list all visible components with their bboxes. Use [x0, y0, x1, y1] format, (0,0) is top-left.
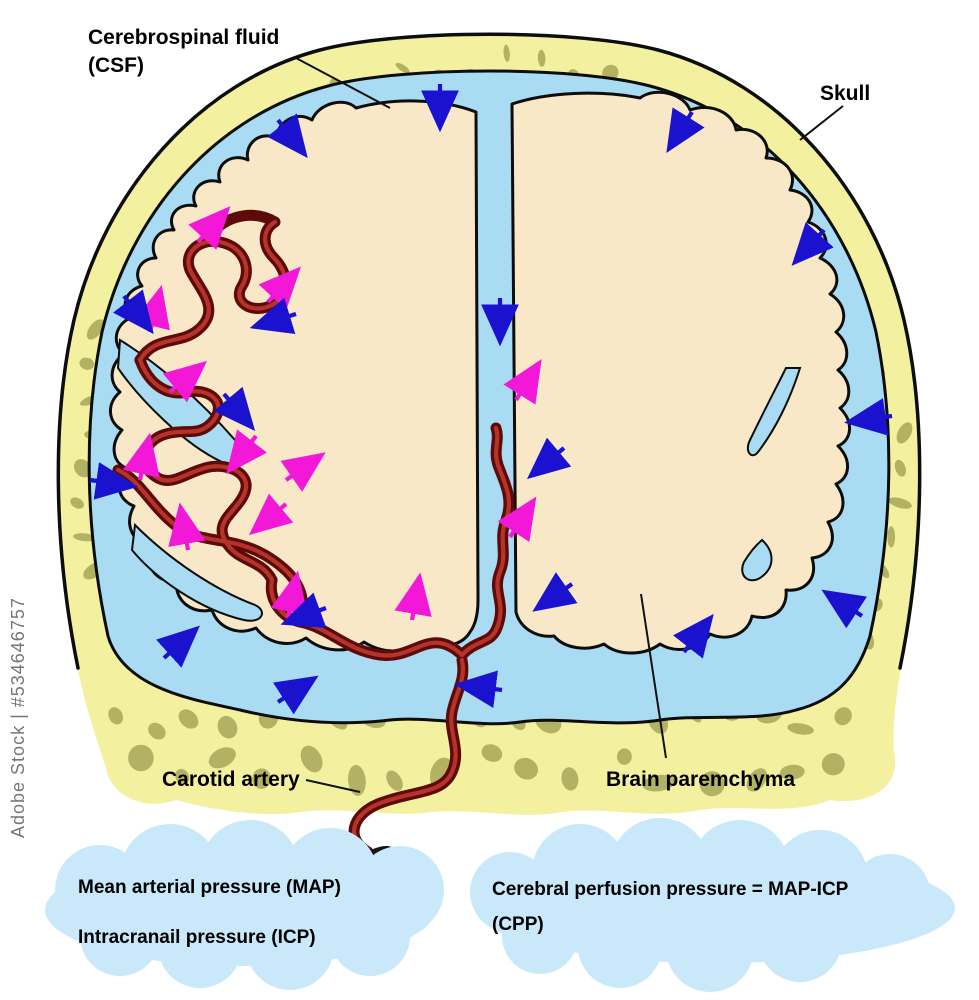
- csf-pocket: [746, 367, 802, 457]
- csf-pocket: [130, 522, 263, 622]
- bone-speckle: [787, 723, 814, 735]
- cloud-shape: [200, 820, 300, 920]
- label-carotid-artery: Carotid artery: [162, 768, 300, 791]
- bone-speckle: [175, 768, 190, 785]
- icp-arrow-icon: [113, 289, 154, 335]
- map-arrow-icon: [226, 429, 267, 475]
- bone-speckle: [108, 707, 124, 725]
- map-arrow-icon: [122, 432, 160, 481]
- bone-speckle: [208, 747, 236, 769]
- label-csf-line1: Cerebrospinal fluid: [88, 26, 279, 49]
- cloud-shape: [532, 824, 628, 920]
- bone-speckle: [79, 357, 95, 370]
- bone-speckle: [888, 497, 912, 509]
- bone-speckle: [746, 768, 768, 792]
- bone-speckle: [148, 722, 166, 740]
- bone-speckle: [834, 707, 852, 726]
- icp-arrow-icon: [526, 437, 572, 480]
- bone-speckle: [561, 767, 579, 791]
- cloud-shape: [666, 904, 754, 992]
- cloud-shape: [850, 854, 930, 934]
- bone-speckle: [70, 497, 84, 509]
- bone-speckle: [894, 459, 906, 477]
- legend-map-label: Mean arterial pressure (MAP): [78, 877, 341, 898]
- legend-icp-label: Intracranail pressure (ICP): [78, 927, 316, 948]
- icp-arrow-icon: [821, 589, 867, 629]
- cloud-shape: [158, 904, 242, 988]
- bone-speckle: [514, 757, 539, 780]
- map-arrow-icon: [280, 452, 326, 492]
- icp-arrow-icon: [156, 625, 200, 668]
- icp-arrow-icon: [532, 572, 578, 612]
- watermark-text: Adobe Stock | #534646757: [8, 597, 28, 838]
- bone-speckle: [386, 770, 403, 791]
- bone-speckle: [821, 753, 845, 776]
- map-arrow-icon: [248, 493, 294, 536]
- cloud-shape: [330, 896, 410, 976]
- bone-speckle: [128, 744, 154, 772]
- icp-arrow-icon: [273, 675, 319, 715]
- icp-arrow-icon: [280, 592, 327, 628]
- bone-speckle: [73, 533, 96, 542]
- bone-speckle: [217, 715, 238, 739]
- bone-speckle: [642, 774, 675, 792]
- bone-speckle: [178, 709, 199, 729]
- map-arrow-icon: [394, 572, 432, 621]
- skull-outline: [56, 32, 922, 670]
- icp-arrow-icon: [673, 613, 714, 659]
- bone-speckle: [300, 745, 323, 773]
- bone-speckle: [503, 44, 510, 62]
- icp-arrow-icon: [249, 297, 297, 334]
- csf-pointer-line: [295, 57, 391, 109]
- cloud-shape: [246, 902, 334, 990]
- cloud-shape: [578, 904, 662, 988]
- skull-pointer-line: [799, 105, 844, 141]
- label-pointers: [295, 57, 844, 793]
- cloud-shape: [690, 820, 790, 920]
- csf-pocket: [741, 538, 773, 582]
- bone-speckle: [73, 459, 92, 478]
- icp-arrow-icon: [791, 222, 834, 266]
- cloud-shape: [80, 896, 160, 976]
- legend-map-icp-cloud: [45, 820, 444, 990]
- map-arrow-icon: [188, 206, 231, 250]
- icp-arrow-icon: [267, 113, 308, 159]
- legend-cpp-line1: Cerebral perfusion pressure = MAP-ICP: [492, 879, 849, 900]
- map-arrow-icon: [503, 358, 542, 405]
- cloud-shape: [758, 898, 842, 982]
- legend-cpp-cloud: [470, 818, 955, 992]
- parenchyma-pointer-line: [640, 593, 667, 759]
- bone-speckle: [252, 768, 272, 789]
- icp-arrow-icon: [89, 462, 138, 500]
- artery-highlight: [459, 425, 512, 658]
- icp-arrow-icon: [666, 107, 705, 154]
- icp-arrow-icon: [213, 386, 256, 432]
- bone-speckle: [86, 319, 105, 340]
- legend-cpp-line2: (CPP): [492, 914, 544, 935]
- bone-speckle: [616, 748, 632, 765]
- icp-arrow-icon: [453, 670, 503, 708]
- label-brain-parenchyma: Brain paremchyma: [606, 768, 795, 791]
- bone-speckle: [481, 744, 503, 762]
- bone-speckle: [896, 422, 913, 444]
- bone-speckle: [395, 62, 410, 74]
- bone-speckle: [887, 526, 896, 548]
- map-arrow-icon: [168, 502, 206, 551]
- bone-speckle: [348, 764, 366, 796]
- carotid-pointer-line: [305, 779, 361, 793]
- bone-speckle: [699, 771, 725, 797]
- map-arrow-icon: [258, 266, 302, 311]
- cloud-shape: [610, 818, 710, 918]
- bone-speckle: [779, 764, 805, 780]
- label-csf-line2: (CSF): [88, 54, 144, 77]
- map-arrow-icon: [497, 496, 537, 542]
- icp-arrow-icon: [844, 398, 893, 436]
- map-arrow-icon: [162, 360, 208, 403]
- label-skull: Skull: [820, 82, 870, 105]
- cloud-shape: [120, 824, 220, 924]
- cloud-shape: [502, 898, 578, 974]
- bone-speckle: [537, 49, 546, 67]
